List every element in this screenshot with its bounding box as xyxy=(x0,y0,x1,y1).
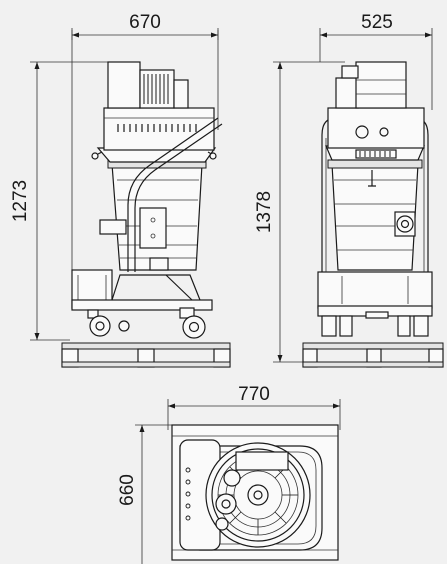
side-width-label: 525 xyxy=(361,12,393,33)
front-view: 670 1273 xyxy=(10,12,231,368)
front-base-frame xyxy=(71,299,213,311)
side-container xyxy=(327,159,423,271)
side-view: 525 1378 xyxy=(254,12,444,368)
top-depth-label: 660 xyxy=(117,474,138,506)
side-base-box xyxy=(317,271,433,309)
side-casters xyxy=(321,315,429,337)
front-motor-head xyxy=(91,61,217,163)
front-pallet xyxy=(61,342,231,368)
top-width-label: 770 xyxy=(238,384,270,405)
top-view: 770 660 xyxy=(117,384,341,564)
side-width-dimension xyxy=(319,28,433,110)
side-height-dimension xyxy=(273,61,345,363)
front-width-label: 670 xyxy=(129,12,161,33)
front-wheel-left xyxy=(87,309,130,337)
side-height-label: 1378 xyxy=(254,191,275,233)
front-height-dimension xyxy=(30,61,110,341)
side-pallet xyxy=(302,342,444,368)
front-handle xyxy=(127,117,223,301)
front-width-dimension xyxy=(71,28,219,275)
top-depth-dimension xyxy=(135,424,172,564)
front-wheel-right xyxy=(179,307,206,339)
front-height-label: 1273 xyxy=(10,180,31,222)
side-motor-head xyxy=(325,61,425,161)
top-motor-head xyxy=(205,442,311,548)
